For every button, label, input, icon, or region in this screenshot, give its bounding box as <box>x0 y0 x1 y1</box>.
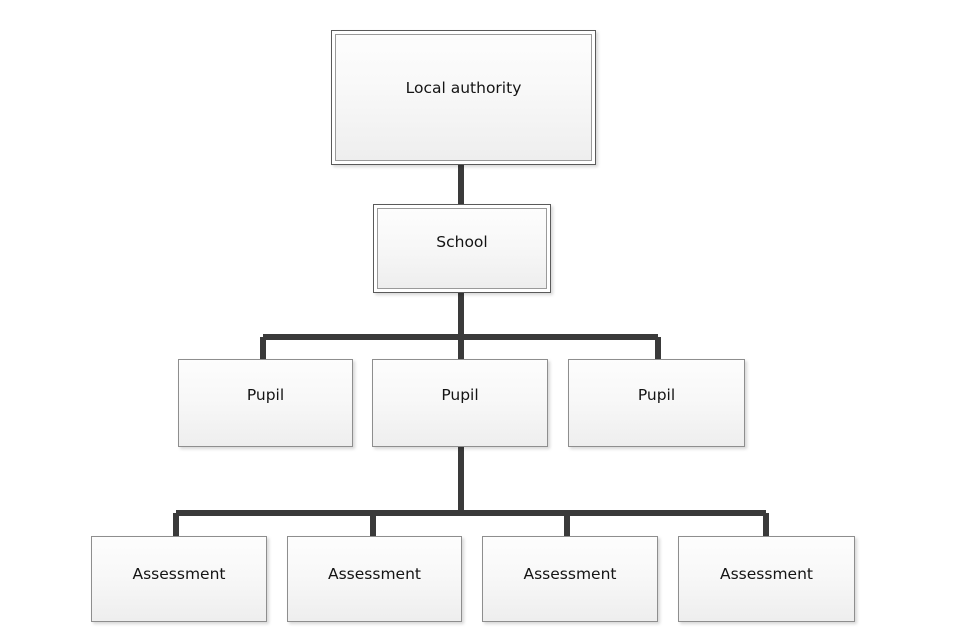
node-label: School <box>436 233 488 251</box>
node-label: Pupil <box>637 386 676 404</box>
node-assessments-3[interactable]: Assessment <box>482 536 658 622</box>
node-assessments-4[interactable]: Assessment <box>678 536 855 622</box>
node-pupils-2[interactable]: Pupil <box>372 359 548 447</box>
node-label: Pupil <box>246 386 285 404</box>
node-label: Assessment <box>132 565 226 583</box>
node-label: Assessment <box>523 565 617 583</box>
node-school-1[interactable]: School <box>373 204 551 293</box>
node-pupils-1[interactable]: Pupil <box>178 359 353 447</box>
node-label: Assessment <box>720 565 813 583</box>
node-label: Local authority <box>405 79 522 97</box>
node-pupils-3[interactable]: Pupil <box>568 359 745 447</box>
node-assessments-1[interactable]: Assessment <box>91 536 267 622</box>
node-assessments-2[interactable]: Assessment <box>287 536 462 622</box>
node-inner-frame: Local authority <box>335 34 592 161</box>
node-authority-1[interactable]: Local authority <box>331 30 596 165</box>
node-label: Assessment <box>328 565 421 583</box>
node-label: Pupil <box>441 386 479 404</box>
node-inner-frame: School <box>377 208 547 289</box>
